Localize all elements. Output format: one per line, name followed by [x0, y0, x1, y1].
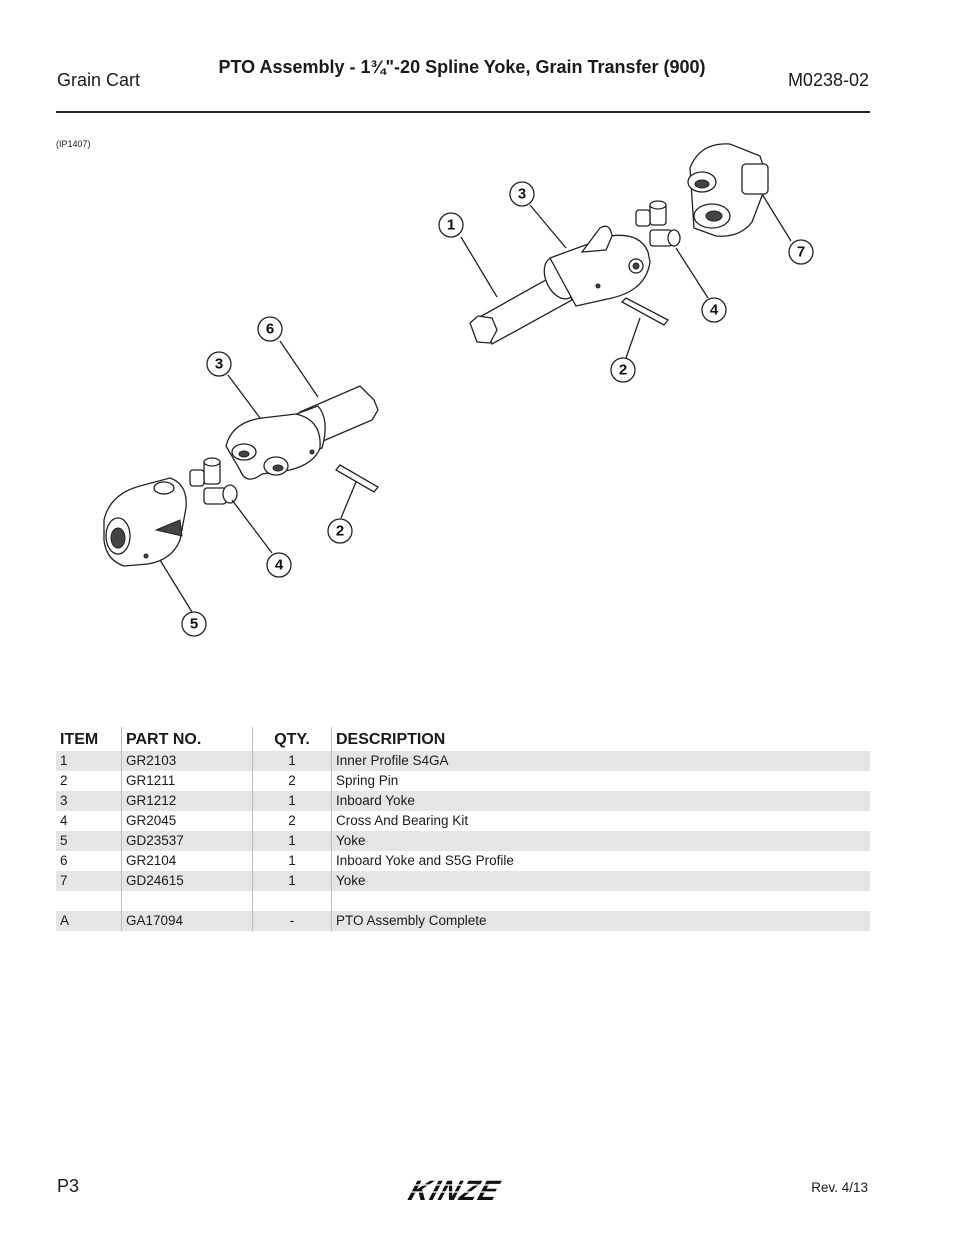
callout-6: 6	[257, 316, 283, 342]
col-desc-header: DESCRIPTION	[331, 727, 870, 751]
callout-5: 5	[181, 611, 207, 637]
table-row: 3 GR1212 1 Inboard Yoke	[56, 791, 870, 811]
yoke-item-5	[103, 477, 187, 567]
yoke-item-7	[687, 143, 769, 237]
callout-4-lower: 4	[266, 552, 292, 578]
svg-text:4: 4	[710, 302, 719, 319]
col-qty-header: QTY.	[252, 727, 332, 751]
inboard-yoke-lower	[225, 413, 321, 480]
svg-text:3: 3	[215, 356, 223, 373]
col-item-header: ITEM	[60, 731, 99, 748]
document-number: M0238-02	[787, 70, 869, 90]
table-row-assembly: A GA17094 - PTO Assembly Complete	[56, 911, 870, 931]
callout-7: 7	[788, 239, 814, 265]
spring-pin-lower	[335, 464, 379, 493]
svg-text:5: 5	[190, 616, 198, 633]
table-header-row: ITEM PART NO. QTY. DESCRIPTION	[56, 727, 870, 751]
parts-table: ITEM PART NO. QTY. DESCRIPTION 1 GR2103 …	[56, 727, 870, 931]
header-rule	[56, 111, 870, 113]
inner-profile-shaft	[469, 271, 573, 345]
callout-3-lower: 3	[206, 351, 232, 377]
svg-text:1: 1	[447, 217, 455, 234]
callout-1: 1	[438, 212, 464, 238]
table-row: 6 GR2104 1 Inboard Yoke and S5G Profile	[56, 851, 870, 871]
cross-bearing-upper	[635, 200, 681, 247]
table-row: 2 GR1211 2 Spring Pin	[56, 771, 870, 791]
svg-text:2: 2	[619, 362, 627, 379]
callout-3-upper: 3	[509, 181, 535, 207]
page-title: PTO Assembly - 1¾"-20 Spline Yoke, Grain…	[218, 57, 706, 77]
pto-exploded-diagram: 1 2 3 4 5 6 7 3 2 4	[103, 143, 814, 637]
inboard-yoke-upper	[543, 225, 651, 307]
callout-2-upper: 2	[610, 357, 636, 383]
cross-bearing-lower	[189, 457, 238, 505]
table-row: 7 GD24615 1 Yoke	[56, 871, 870, 891]
svg-text:3: 3	[518, 186, 526, 203]
svg-text:KINZE: KINZE	[405, 1176, 504, 1207]
figure-reference: (IP1407)	[56, 139, 91, 149]
kinze-logo: KINZE	[404, 1176, 516, 1207]
section-label: Grain Cart	[57, 70, 141, 90]
table-spacer-row	[56, 891, 870, 911]
table-row: 5 GD23537 1 Yoke	[56, 831, 870, 851]
table-row: 1 GR2103 1 Inner Profile S4GA	[56, 751, 870, 771]
svg-text:6: 6	[266, 321, 274, 338]
col-part-header: PART NO.	[121, 727, 253, 751]
svg-text:4: 4	[275, 557, 284, 574]
page-number: P3	[57, 1176, 80, 1196]
svg-text:2: 2	[336, 523, 344, 540]
svg-text:7: 7	[797, 244, 805, 261]
spring-pin-upper	[620, 297, 670, 326]
callout-2-lower: 2	[327, 518, 353, 544]
table-row: 4 GR2045 2 Cross And Bearing Kit	[56, 811, 870, 831]
callout-4-upper: 4	[701, 297, 727, 323]
revision-label: Rev. 4/13	[811, 1180, 868, 1195]
